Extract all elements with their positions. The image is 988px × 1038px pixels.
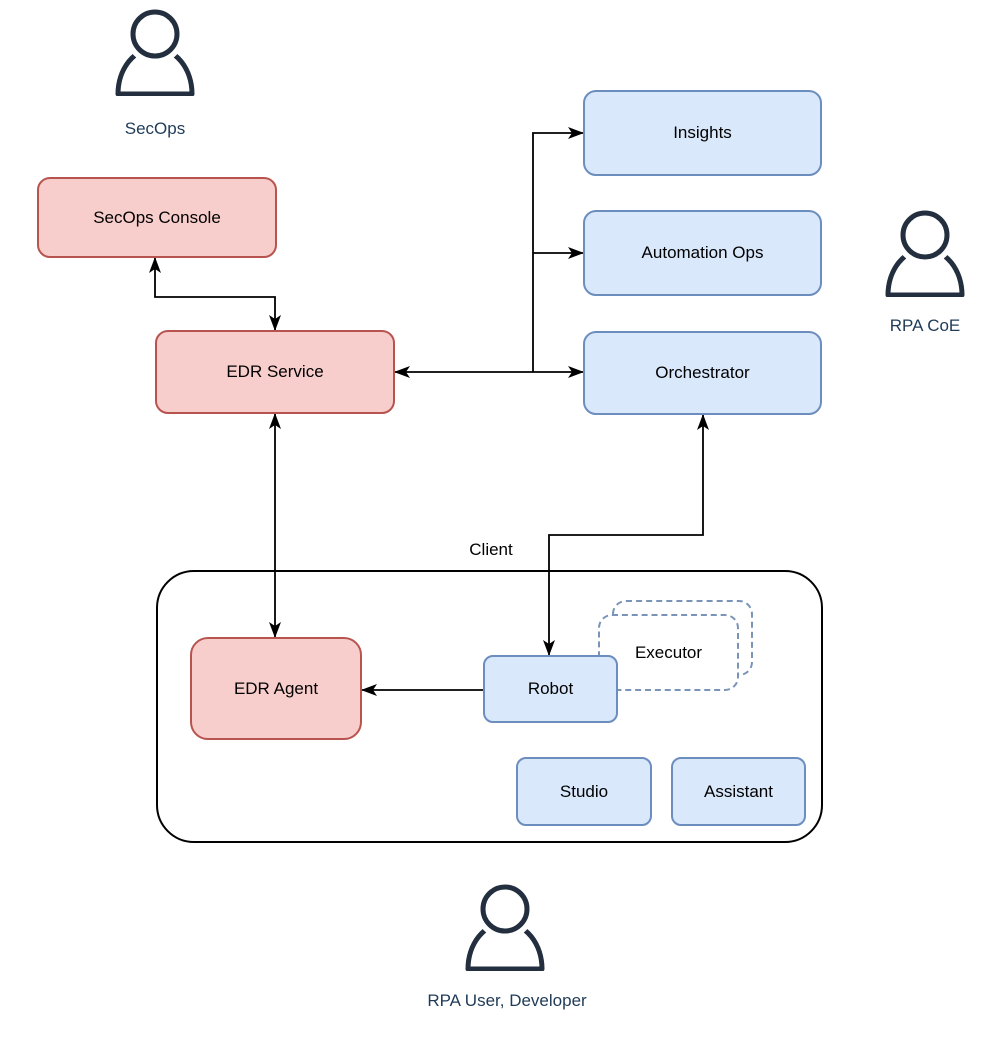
client-group-label: Client (469, 540, 513, 559)
secops-label: SecOps (124, 119, 186, 138)
secops-user-icon (115, 8, 195, 96)
node-orchestrator: Orchestrator (583, 331, 822, 415)
node-insights: Insights (583, 90, 822, 176)
rpa-coe-label: RPA CoE (889, 316, 961, 335)
connector-branch-insights (532, 127, 584, 372)
node-automation-ops: Automation Ops (583, 210, 822, 296)
rpa-user-developer-label: RPA User, Developer (427, 991, 587, 1010)
connector-secops-console-edr-service (149, 257, 281, 331)
node-edr-agent: EDR Agent (190, 637, 362, 740)
client-group-box (156, 570, 823, 843)
node-executor: Executor (598, 614, 739, 691)
rpa-coe-user-icon (885, 209, 965, 297)
rpa-user-developer-icon (465, 883, 545, 971)
connector-orchestrator-robot (543, 414, 709, 656)
node-assistant: Assistant (671, 757, 806, 826)
node-studio: Studio (516, 757, 652, 826)
node-secops-console: SecOps Console (37, 177, 277, 258)
node-robot: Robot (483, 655, 618, 723)
node-edr-service: EDR Service (155, 330, 395, 414)
